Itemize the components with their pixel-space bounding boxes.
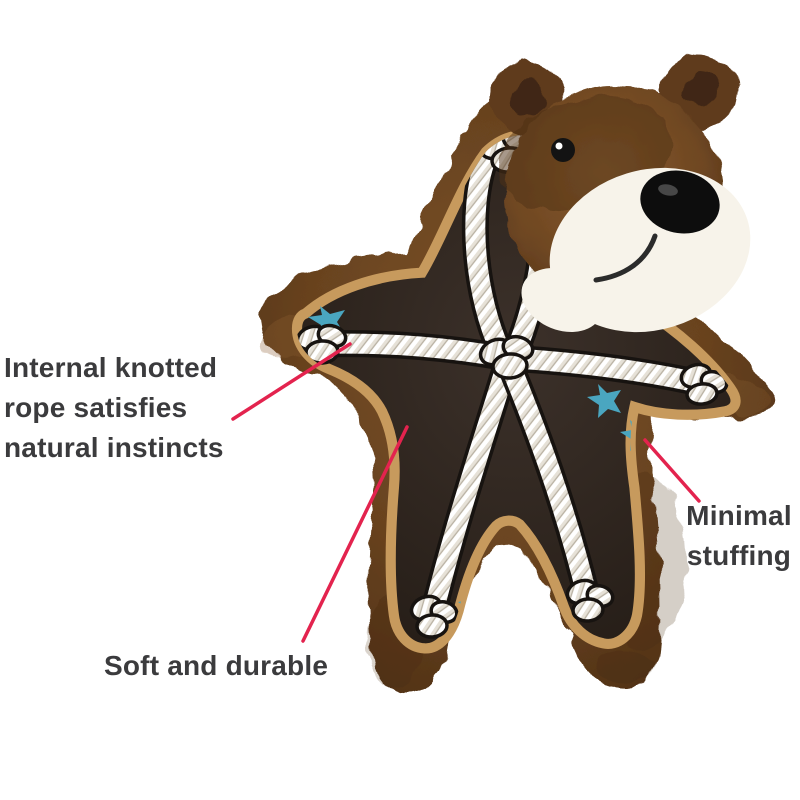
bear-mouth (593, 233, 658, 283)
leader-line-soft (301, 425, 409, 643)
annotation-line: Soft and durable (104, 650, 329, 681)
rope-knot-left-leg (409, 594, 459, 639)
annotation-line: Minimal (686, 500, 792, 531)
leader-line-stuffing (643, 438, 701, 503)
annotation-line: Internal knotted (4, 352, 218, 383)
bear-face (521, 138, 751, 333)
annotation-internal-rope: Internal knotted rope satisfies natural … (4, 348, 224, 468)
annotation-line: stuffing (686, 540, 792, 571)
annotation-line: natural instincts (4, 432, 224, 463)
annotation-soft-durable: Soft and durable (104, 646, 328, 686)
annotation-line: rope satisfies (4, 392, 188, 423)
callout-lines (231, 342, 701, 643)
rope-knot-center (478, 334, 535, 380)
fabric-scrap (587, 384, 621, 418)
bear-eye (551, 138, 575, 162)
annotation-minimal-stuffing: Minimal stuffing (678, 496, 800, 576)
rope-knot-right-leg (565, 578, 615, 623)
rope-knot-right-arm (679, 362, 729, 406)
leader-line-rope (231, 342, 352, 421)
